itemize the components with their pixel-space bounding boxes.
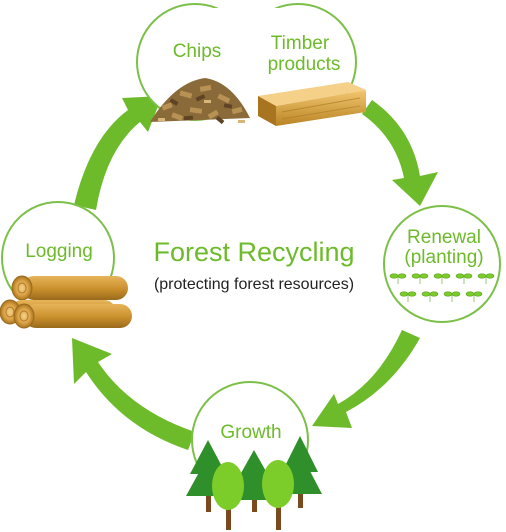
label-chips: Chips xyxy=(173,41,222,62)
label-timber-line2: products xyxy=(268,54,341,75)
timber-plank-image xyxy=(258,82,366,126)
seedlings-image xyxy=(389,273,495,302)
label-renewal-line1: Renewal xyxy=(407,227,481,248)
diagram-title: Forest Recycling xyxy=(153,237,354,267)
wood-chips-image xyxy=(150,78,250,125)
arrow-renewal-to-growth xyxy=(312,330,420,428)
logs-image xyxy=(0,275,132,329)
arrow-logging-to-chips xyxy=(74,96,162,210)
label-timber-line1: Timber xyxy=(271,33,330,54)
trees-image xyxy=(186,436,322,530)
arrow-timber-to-renewal xyxy=(362,100,438,206)
label-growth: Growth xyxy=(220,422,281,443)
diagram-subtitle: (protecting forest resources) xyxy=(154,276,354,293)
label-renewal-line2: (planting) xyxy=(404,247,483,268)
label-logging: Logging xyxy=(25,241,93,262)
arrow-growth-to-logging xyxy=(72,338,195,450)
